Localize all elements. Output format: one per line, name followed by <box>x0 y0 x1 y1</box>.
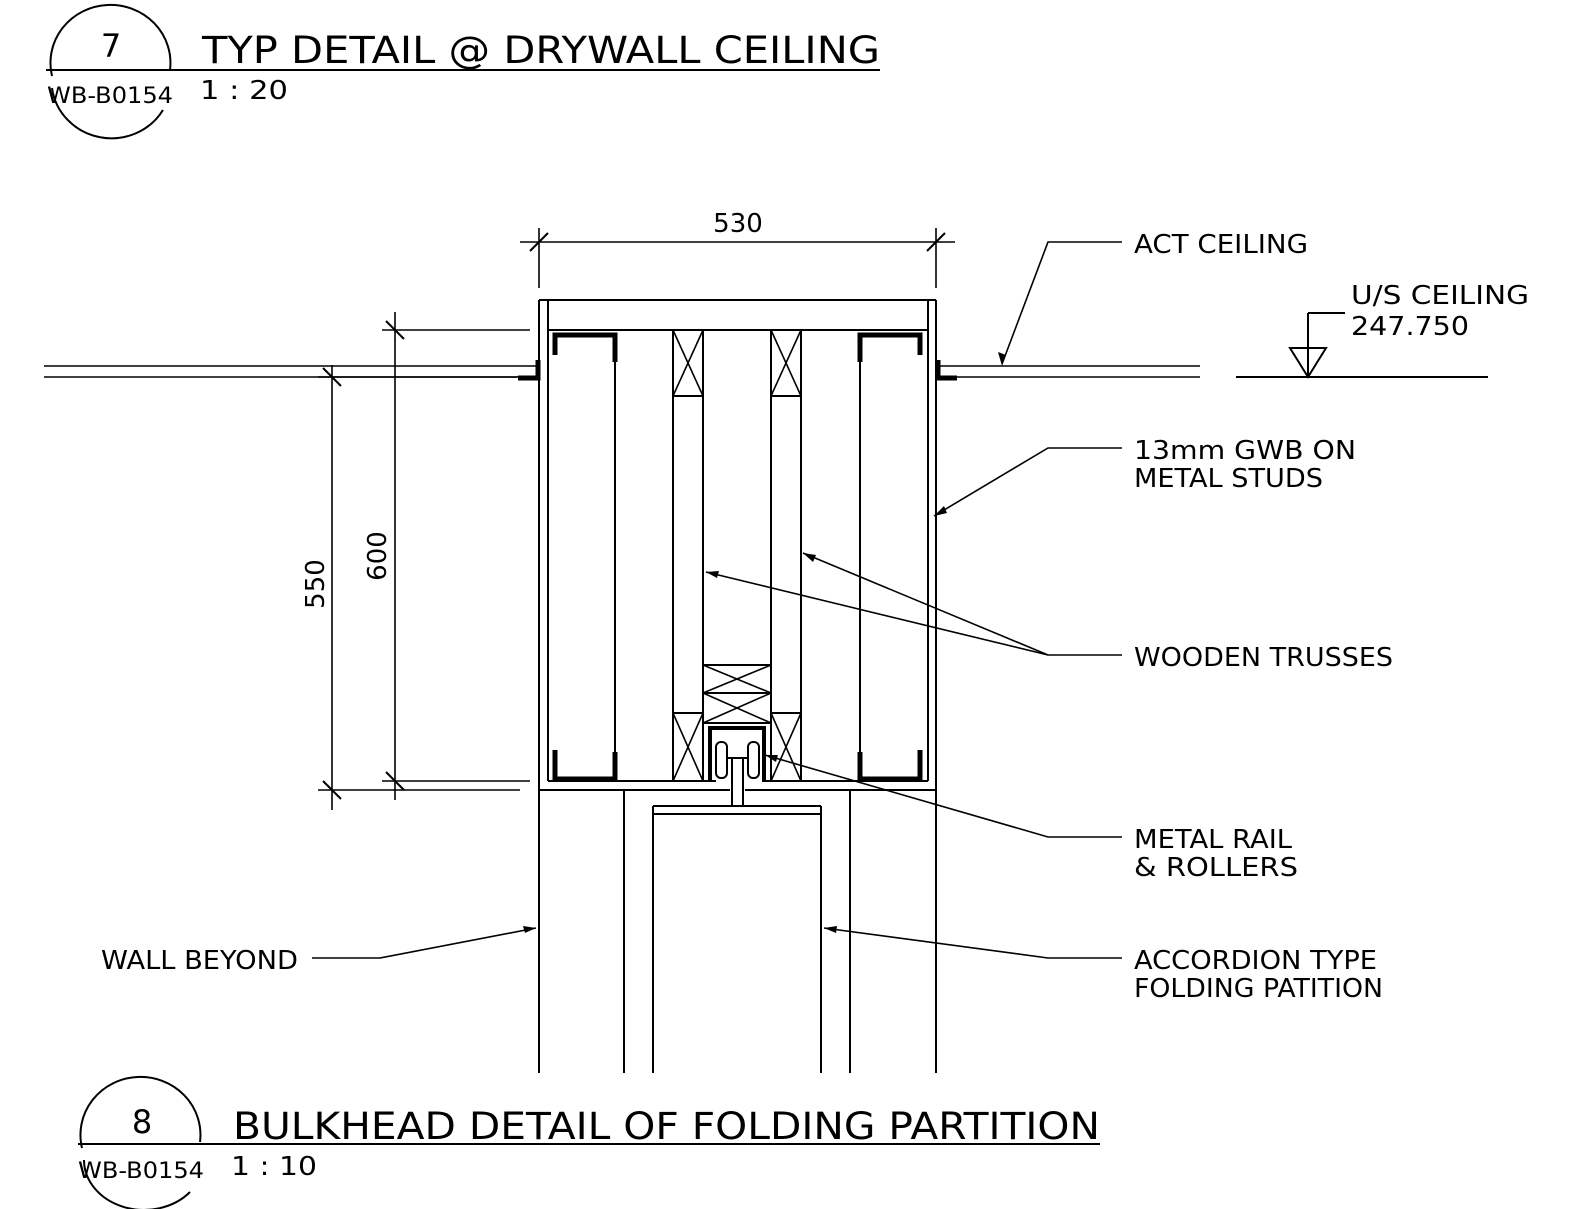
bulkhead-enclosure <box>538 299 937 1073</box>
gwb-label-line1: 13mm GWB ON <box>1134 436 1356 466</box>
detail-8-number: 8 <box>132 1103 152 1141</box>
detail-8-scale: 1 : 10 <box>231 1152 317 1182</box>
partition-label-line1: ACCORDION TYPE <box>1134 946 1377 976</box>
metal-rail-label-line2: & ROLLERS <box>1134 853 1298 883</box>
partition-label-line2: FOLDING PATITION <box>1134 974 1383 1004</box>
dimension-height-outer: 550 <box>301 365 530 810</box>
detail-7-scale: 1 : 20 <box>200 76 288 106</box>
detail-8-sheet: WB-B0154 <box>78 1159 204 1184</box>
detail-7-number: 7 <box>101 27 121 65</box>
wooden-trusses <box>672 329 802 782</box>
leader-gwb: 13mm GWB ON METAL STUDS <box>933 436 1356 517</box>
detail-8-title: BULKHEAD DETAIL OF FOLDING PARTITION <box>233 1105 1100 1148</box>
dimension-600-value: 600 <box>363 531 393 581</box>
act-ceiling-label: ACT CEILING <box>1134 230 1308 260</box>
detail-7-sheet: WB-B0154 <box>47 84 173 109</box>
dimension-height-inner: 600 <box>363 312 530 800</box>
metal-rail-rollers <box>708 726 766 806</box>
detail-7-bubble <box>49 3 172 140</box>
leader-wall-beyond: WALL BEYOND <box>101 926 537 976</box>
ceiling-level-marker: U/S CEILING 247.750 <box>1236 281 1529 379</box>
detail-7-title-block: 7 WB-B0154 TYP DETAIL @ DRYWALL CEILING … <box>46 3 880 140</box>
detail-8-bubble <box>79 1075 202 1209</box>
us-ceiling-label: U/S CEILING <box>1351 281 1529 311</box>
wall-beyond <box>623 790 851 1073</box>
metal-studs <box>518 332 957 782</box>
dimension-550-value: 550 <box>301 559 331 609</box>
metal-rail-label-line1: METAL RAIL <box>1134 825 1293 855</box>
wooden-trusses-label: WOODEN TRUSSES <box>1134 643 1393 673</box>
ceiling-right <box>938 365 1200 378</box>
detail-7-title: TYP DETAIL @ DRYWALL CEILING <box>201 29 880 72</box>
leader-act-ceiling: ACT CEILING <box>998 230 1308 366</box>
leader-accordion-partition: ACCORDION TYPE FOLDING PATITION <box>823 926 1383 1004</box>
leader-metal-rail: METAL RAIL & ROLLERS <box>764 754 1298 883</box>
ceiling-left <box>44 365 538 378</box>
dimension-width: 530 <box>520 209 955 288</box>
us-ceiling-level: 247.750 <box>1351 312 1469 342</box>
detail-8-title-block: 8 WB-B0154 BULKHEAD DETAIL OF FOLDING PA… <box>78 1075 1100 1209</box>
gwb-label-line2: METAL STUDS <box>1134 464 1323 494</box>
accordion-partition <box>652 805 822 1073</box>
leader-wooden-trusses: WOODEN TRUSSES <box>705 552 1393 673</box>
dimension-width-value: 530 <box>713 209 763 239</box>
wall-beyond-label: WALL BEYOND <box>101 946 298 976</box>
